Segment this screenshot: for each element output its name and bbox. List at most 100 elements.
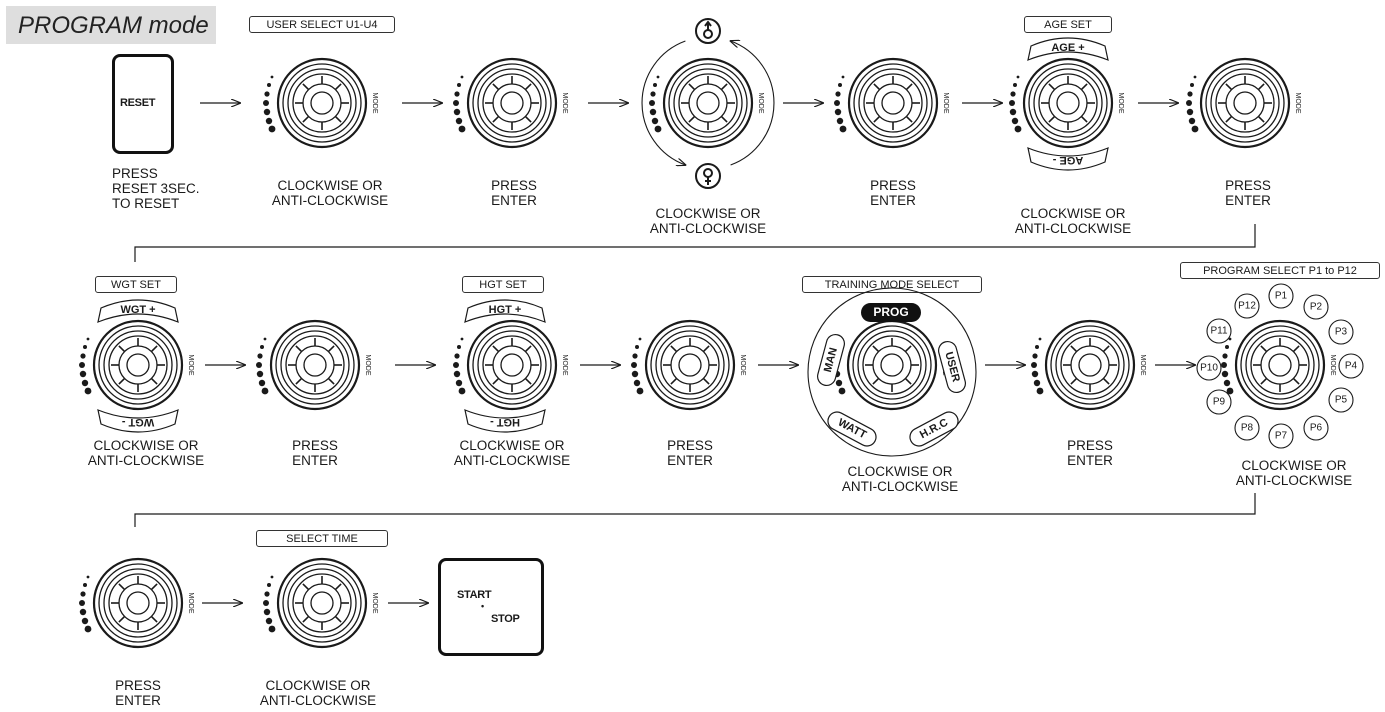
knob-mode-label: MODE	[942, 93, 949, 114]
program-label-P12: P12	[1238, 301, 1256, 312]
level-dot	[1038, 337, 1042, 341]
knob-spoke	[702, 377, 710, 385]
knob-ring	[472, 63, 552, 143]
level-dot	[1190, 83, 1194, 87]
knob-spoke	[1292, 345, 1300, 353]
program-bubble	[1196, 355, 1222, 381]
start-label: START	[457, 589, 492, 601]
knob-spoke	[492, 377, 500, 385]
knob-spoke	[905, 115, 913, 123]
knob-mode-label: MODE	[1139, 355, 1146, 376]
knob-ring	[1234, 319, 1326, 411]
knob-spoke	[1102, 345, 1110, 353]
wgt-minus-pill-label: WGT -	[121, 416, 154, 428]
level-dot	[460, 337, 464, 341]
knob-mode-label: MODE	[1329, 355, 1336, 376]
knob-ring	[1250, 335, 1310, 395]
knob-spoke	[334, 583, 342, 591]
mode-hrc: H.R.C	[909, 411, 959, 447]
level-dot	[453, 362, 459, 368]
knob-ring	[1215, 73, 1275, 133]
knob-spoke	[1048, 115, 1056, 123]
knob-hub	[302, 83, 342, 123]
knob-center	[1268, 353, 1292, 377]
tag-select-time: SELECT TIME	[256, 530, 388, 547]
age-plus-pill-label: AGE +	[1051, 42, 1084, 54]
age-minus-pill-shape	[1027, 147, 1109, 171]
knob-ring	[678, 73, 738, 133]
hgt-minus-pill-shape	[464, 409, 546, 433]
level-dot	[1014, 125, 1022, 133]
level-dot	[263, 108, 271, 116]
knob-spoke	[1070, 345, 1078, 353]
program-label-P9: P9	[1213, 397, 1226, 408]
hgt-minus-pill-label: HGT -	[490, 416, 520, 428]
wgt-plus-pill-shape	[97, 299, 179, 323]
knob-ring	[1199, 57, 1291, 149]
knob-mode-label: MODE	[1294, 93, 1301, 114]
knob-spoke	[150, 615, 158, 623]
knob-spoke	[1260, 377, 1268, 385]
knob-ring	[92, 557, 184, 649]
row-connector	[134, 493, 1256, 527]
knob-hub	[872, 345, 912, 385]
level-dot	[457, 83, 461, 87]
knob-ring	[662, 57, 754, 149]
level-dot	[265, 117, 273, 125]
knob-ring	[282, 63, 362, 143]
knob-ring	[1240, 325, 1320, 405]
knob-ring	[1210, 68, 1280, 138]
level-dot	[458, 387, 466, 395]
mode-user-shape	[938, 340, 966, 394]
start-stop-button[interactable]: START • STOP	[438, 558, 544, 656]
knob-spoke	[670, 345, 678, 353]
knob-ring	[477, 330, 547, 400]
reset-button-label: RESET	[120, 97, 156, 109]
knob-hub	[1048, 83, 1088, 123]
hgt-minus-pill: HGT -	[464, 409, 546, 433]
knob-ring	[477, 68, 547, 138]
knob-center	[310, 91, 334, 115]
program-bubble	[1206, 389, 1232, 415]
knob-ring	[650, 325, 730, 405]
level-dot	[633, 379, 641, 387]
knob-center	[500, 91, 524, 115]
mode-watt: WATT	[827, 411, 877, 447]
level-dot	[453, 370, 461, 378]
level-dot	[79, 362, 85, 368]
level-dot	[458, 125, 466, 133]
knob-ring	[1245, 330, 1315, 400]
knob-spoke	[688, 115, 696, 123]
level-dot	[454, 91, 460, 97]
knob-spoke	[1080, 83, 1088, 91]
level-dot	[264, 91, 270, 97]
level-dot	[457, 345, 461, 349]
reset-button[interactable]: RESET	[112, 54, 174, 154]
level-dot	[638, 337, 642, 341]
age-plus-pill-shape	[1027, 37, 1109, 61]
level-dot	[1187, 91, 1193, 97]
knob-ring	[1060, 335, 1120, 395]
wgt-minus-pill-shape	[97, 409, 179, 433]
level-dot	[83, 583, 87, 587]
knob-ring	[269, 319, 361, 411]
age-minus-pill: AGE -	[1027, 147, 1109, 171]
program-bubble	[1234, 293, 1260, 319]
knob-spoke	[150, 377, 158, 385]
mode-man-shape	[817, 333, 845, 387]
program-label-P10: P10	[1200, 363, 1218, 374]
knob-ring	[292, 573, 352, 633]
level-dot	[1011, 117, 1019, 125]
knob-ring	[660, 335, 720, 395]
knob-hub	[670, 345, 710, 385]
knob-ring	[287, 568, 357, 638]
level-dot	[834, 100, 840, 106]
knob-center	[500, 353, 524, 377]
level-dot	[838, 387, 846, 395]
program-label-P3: P3	[1335, 327, 1348, 338]
